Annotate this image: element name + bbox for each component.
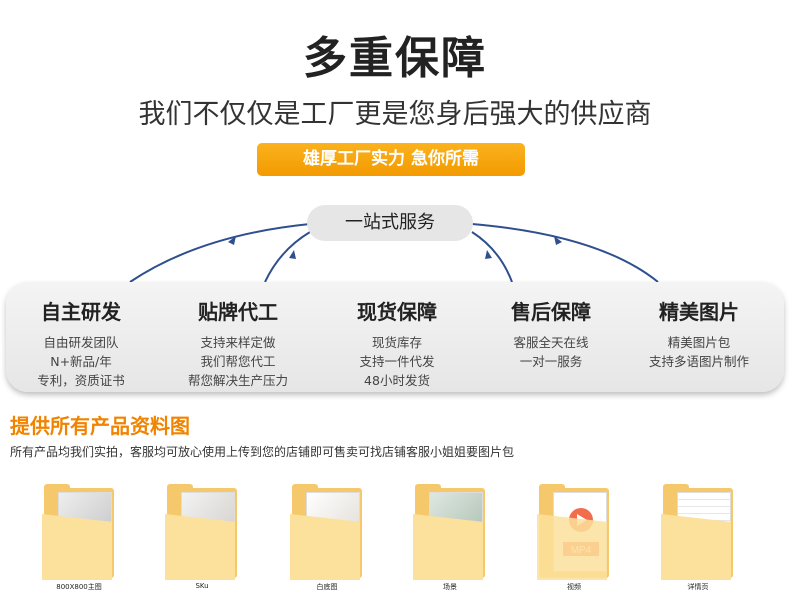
column-line: 一对一服务 xyxy=(519,354,583,369)
folder-photo-icon[interactable] xyxy=(290,484,364,584)
guarantee-panel: 自主研发 自由研发团队 N+新品/年 专利，资质证书 贴牌代工 支持来样定做 我… xyxy=(6,282,784,392)
folder-label: 详情页 xyxy=(687,583,709,591)
column-line: 客服全天在线 xyxy=(513,335,589,350)
column-title: 贴牌代工 xyxy=(198,300,278,324)
column-title: 现货保障 xyxy=(357,300,437,324)
folder-label: SKu xyxy=(195,582,209,590)
column-line: 支持多语图片制作 xyxy=(648,354,749,369)
column-line: 支持来样定做 xyxy=(200,335,276,350)
folder-label: 800X800主图 xyxy=(56,583,102,591)
column-title: 自主研发 xyxy=(41,300,121,324)
strength-badge: 雄厚工厂实力 急你所需 xyxy=(257,143,525,176)
folder-label: 白底图 xyxy=(316,583,338,591)
folder-label: 场景 xyxy=(443,583,457,591)
column-oem: 贴牌代工 支持来样定做 我们帮您代工 帮您解决生产压力 xyxy=(163,282,313,390)
column-rnd: 自主研发 自由研发团队 N+新品/年 专利，资质证书 xyxy=(6,282,156,390)
column-line: 48小时发货 xyxy=(364,373,430,388)
column-line: 我们帮您代工 xyxy=(200,354,276,369)
column-aftersales: 售后保障 客服全天在线 一对一服务 xyxy=(476,282,626,371)
column-line: 精美图片包 xyxy=(667,335,731,350)
arc-connectors xyxy=(129,223,659,283)
folder-photo-icon[interactable] xyxy=(661,484,735,584)
column-images: 精美图片 精美图片包 支持多语图片制作 xyxy=(624,282,774,371)
column-line: 专利，资质证书 xyxy=(37,373,125,388)
page-title: 多重保障 xyxy=(303,33,487,84)
column-title: 精美图片 xyxy=(659,300,739,324)
one-stop-service-label: 一站式服务 xyxy=(307,205,473,241)
folder-photo-icon[interactable] xyxy=(165,484,239,584)
column-stock: 现货保障 现货库存 支持一件代发 48小时发货 xyxy=(322,282,472,390)
column-line: N+新品/年 xyxy=(50,354,112,369)
column-line: 支持一件代发 xyxy=(359,354,435,369)
column-line: 自由研发团队 xyxy=(43,335,119,350)
page-subtitle: 我们不仅仅是工厂更是您身后强大的供应商 xyxy=(138,99,652,130)
folder-photo-icon[interactable] xyxy=(413,484,487,584)
column-line: 现货库存 xyxy=(371,335,422,350)
section-description: 所有产品均我们实拍，客服均可放心使用上传到您的店铺即可售卖可找店铺客服小姐姐要图… xyxy=(10,445,515,459)
section-title: 提供所有产品资料图 xyxy=(10,414,190,438)
column-line: 帮您解决生产压力 xyxy=(187,373,288,388)
folder-photo-icon[interactable] xyxy=(42,484,116,584)
folder-video-icon[interactable]: MP4 xyxy=(537,484,611,584)
column-title: 售后保障 xyxy=(511,300,591,324)
folder-label: 视频 xyxy=(567,583,581,591)
